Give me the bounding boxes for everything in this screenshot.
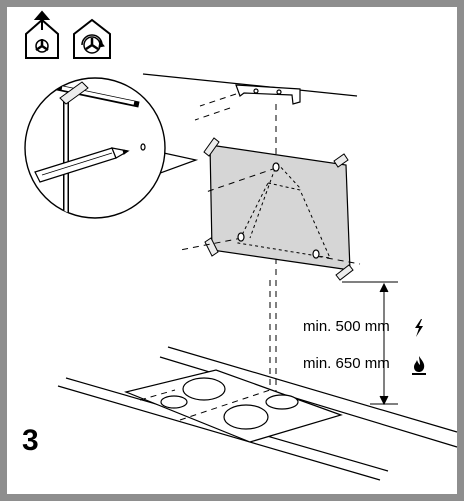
drilling-template — [209, 144, 351, 271]
min-clearance-gas-label: min. 650 mm — [303, 355, 390, 372]
house-fan-recirculation-icon — [73, 18, 111, 59]
lightning-bolt-icon — [415, 319, 423, 337]
tape-strips — [203, 137, 354, 281]
cooktop — [124, 369, 343, 443]
bracket-projection-lines — [194, 93, 237, 121]
ceiling-line — [142, 73, 358, 97]
house-fan-exhaust-icon — [25, 10, 59, 59]
burner-large-right — [223, 404, 269, 430]
template-guide-lines — [237, 162, 331, 259]
burner-small-right — [265, 394, 299, 410]
clearance-dimension — [342, 281, 398, 406]
template-dash-lines — [179, 167, 361, 265]
gas-flame-icon — [412, 356, 426, 375]
step-number: 3 — [22, 424, 39, 457]
cooktop-dash-lines — [139, 389, 271, 421]
template-holes — [237, 162, 320, 259]
burner-large-left — [182, 377, 226, 401]
magnifier-detail — [24, 77, 199, 219]
min-clearance-electric-label: min. 500 mm — [303, 318, 390, 335]
ceiling-bracket — [235, 84, 301, 105]
burner-small-left — [160, 395, 188, 409]
